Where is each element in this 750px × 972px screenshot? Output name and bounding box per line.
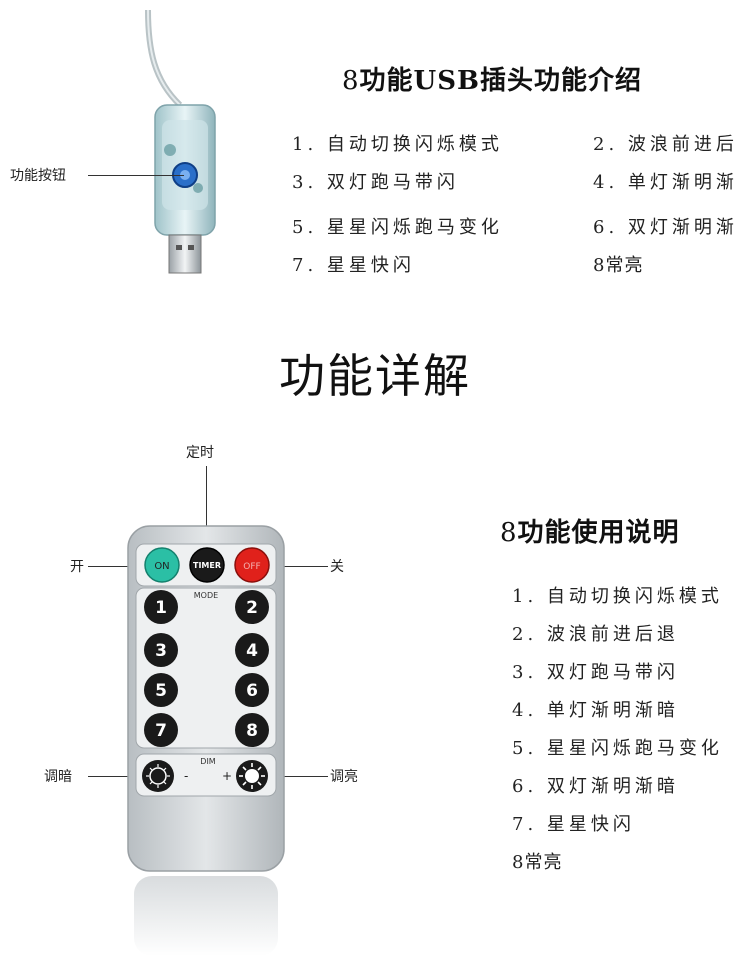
usb-button-label: 功能按钮: [10, 168, 66, 184]
plus-label: +: [222, 769, 232, 783]
dim-up-sun-icon: [245, 769, 259, 783]
timer-button[interactable]: TIMER: [189, 547, 225, 583]
dim-down-sun-icon: [149, 767, 167, 785]
remote-item-6: 6. 双灯渐明渐暗: [512, 776, 679, 797]
remote-section-title: 8功能使用说明: [500, 512, 680, 549]
usb-item-1: 1. 自动切换闪烁模式: [292, 134, 503, 155]
number-button-8[interactable]: 8: [235, 713, 269, 747]
number-button-6[interactable]: 6: [235, 673, 269, 707]
on-button[interactable]: ON: [144, 547, 180, 583]
usb-item-3: 3. 双灯跑马带闪: [292, 172, 459, 193]
number-button-5-label: 5: [155, 681, 167, 701]
dim-up-callout-line: [262, 776, 328, 777]
remote-item-2: 2. 波浪前进后退: [512, 624, 679, 645]
usb-item-6: 6. 双灯渐明渐: [593, 217, 738, 238]
number-button-1-label: 1: [155, 598, 167, 618]
off-button[interactable]: OFF: [234, 547, 270, 583]
number-button-3-label: 3: [155, 641, 167, 661]
on-callout-line: [88, 566, 156, 567]
timer-label: 定时: [186, 445, 214, 461]
dim-down-label: 调暗: [44, 769, 72, 785]
usb-title-text: 功能USB插头功能介绍: [359, 66, 642, 96]
dim-label: DIM: [200, 757, 216, 766]
usb-item-4: 4. 单灯渐明渐: [593, 172, 738, 193]
timer-button-label: TIMER: [193, 561, 221, 570]
usb-item-2: 2. 波浪前进后: [593, 134, 738, 155]
dim-up-label: 调亮: [330, 769, 358, 785]
number-button-1[interactable]: 1: [144, 590, 178, 624]
number-button-6-label: 6: [246, 681, 258, 701]
number-button-4[interactable]: 4: [235, 633, 269, 667]
remote-item-4: 4. 单灯渐明渐暗: [512, 700, 679, 721]
on-button-label: ON: [154, 561, 169, 572]
number-button-2-label: 2: [246, 598, 258, 618]
dim-up-button[interactable]: [236, 760, 268, 792]
usb-plug-image: [140, 9, 240, 275]
mode-label: MODE: [194, 591, 218, 600]
dim-down-callout-line: [88, 776, 154, 777]
dim-down-button[interactable]: [142, 760, 174, 792]
number-button-5[interactable]: 5: [144, 673, 178, 707]
number-button-8-label: 8: [246, 721, 258, 741]
off-button-label: OFF: [243, 562, 260, 572]
remote-title-text: 功能使用说明: [517, 518, 680, 548]
remote-title-number: 8: [500, 518, 518, 548]
number-button-7[interactable]: 7: [144, 713, 178, 747]
remote-item-3: 3. 双灯跑马带闪: [512, 662, 679, 683]
usb-item-7: 7. 星星快闪: [292, 255, 415, 276]
timer-callout-line: [206, 466, 207, 556]
remote-item-7: 7. 星星快闪: [512, 814, 635, 835]
remote-item-1: 1. 自动切换闪烁模式: [512, 586, 723, 607]
on-label: 开: [70, 559, 84, 575]
number-button-4-label: 4: [246, 641, 258, 661]
number-button-3[interactable]: 3: [144, 633, 178, 667]
off-callout-line: [260, 566, 328, 567]
off-label: 关: [330, 559, 344, 575]
usb-section-title: 8功能USB插头功能介绍: [342, 60, 642, 97]
usb-item-8: 8常亮: [593, 255, 644, 276]
remote-control-image: ON TIMER OFF MODE 1 2 3 4 5 6 7 8 DIM: [126, 524, 286, 956]
number-button-2[interactable]: 2: [235, 590, 269, 624]
minus-label: -: [184, 769, 188, 783]
number-button-7-label: 7: [155, 721, 167, 741]
usb-button-callout-line: [88, 175, 184, 176]
remote-item-5: 5. 星星闪烁跑马变化: [512, 738, 723, 759]
usb-item-5: 5. 星星闪烁跑马变化: [292, 217, 503, 238]
usb-title-number: 8: [342, 66, 360, 96]
function-detail-heading: 功能详解: [279, 349, 471, 403]
remote-item-8: 8常亮: [512, 852, 563, 873]
